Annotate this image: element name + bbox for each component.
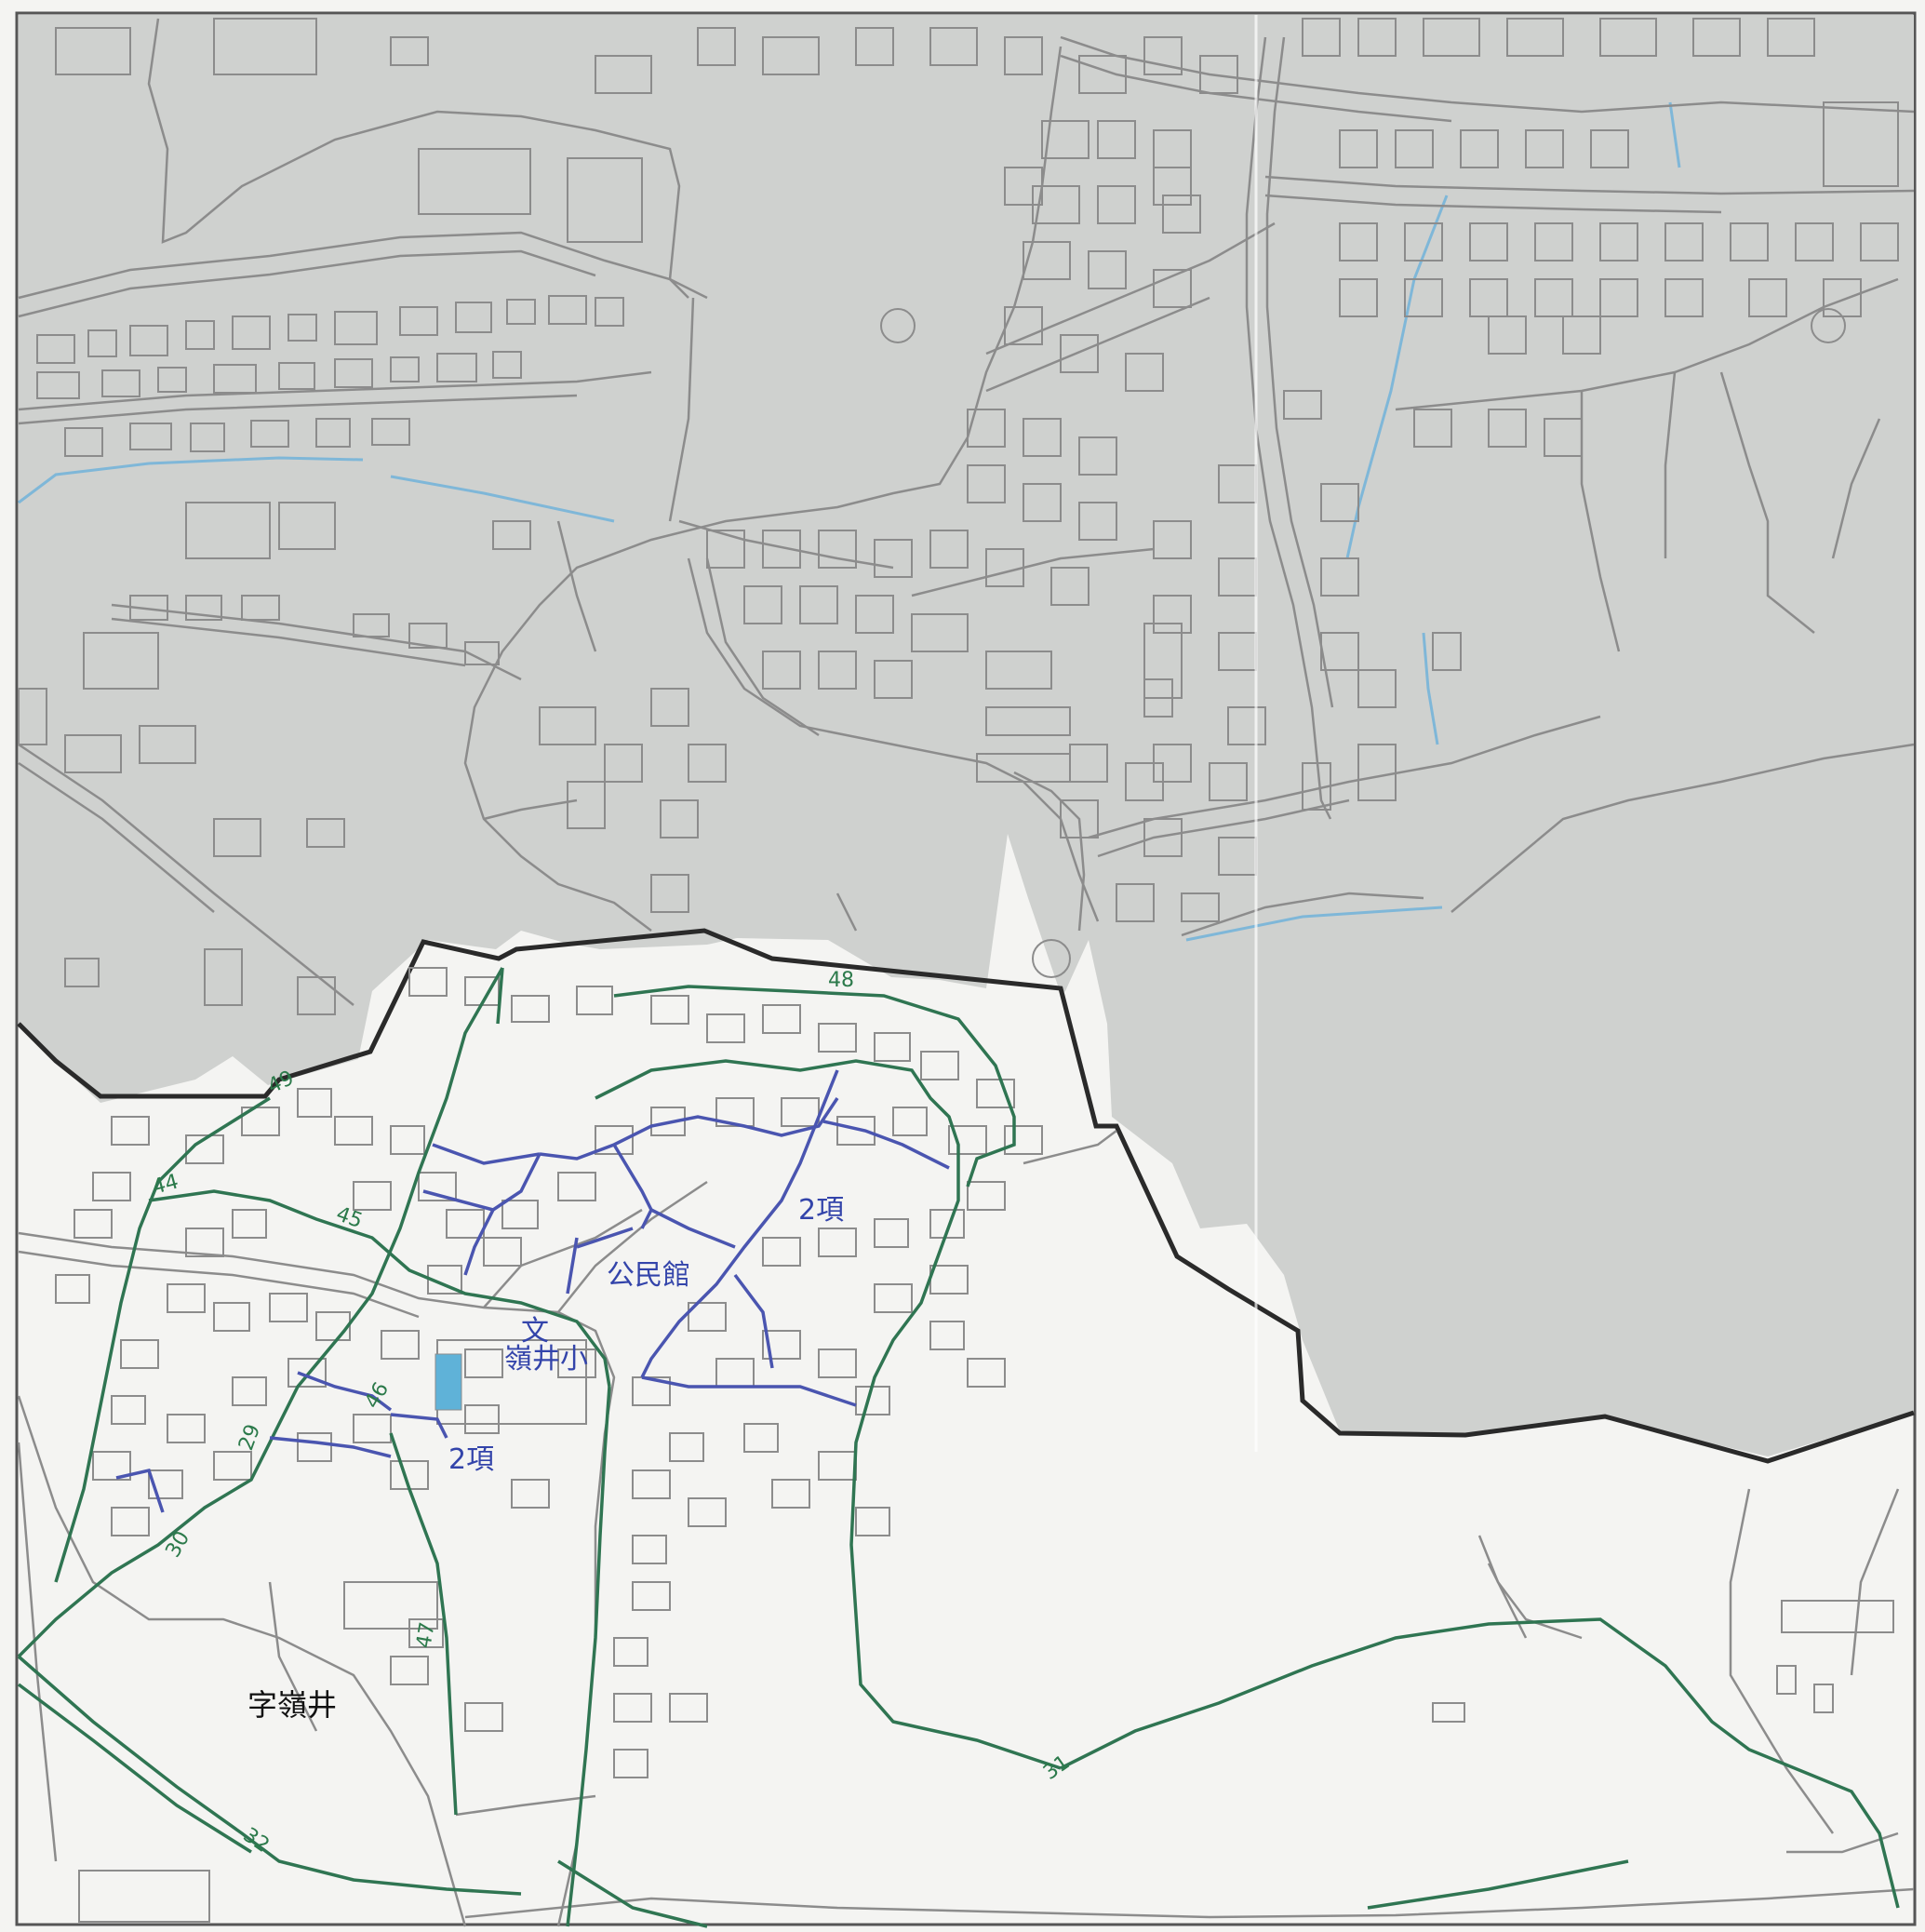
- school-block: [434, 1339, 587, 1425]
- waterways: [18, 101, 1681, 942]
- handdrawn-lines: [115, 1069, 950, 1513]
- buildings-south: [55, 958, 1894, 1923]
- route-label-47: 47: [412, 1620, 439, 1650]
- annotation-2ko-b: 2項: [448, 1443, 494, 1476]
- annotation-2ko-a: 2項: [798, 1194, 844, 1227]
- district-boundary: [17, 928, 1915, 1464]
- place-name-label: 字嶺井: [247, 1687, 337, 1723]
- green-routes: [17, 967, 1900, 1928]
- route-label-48: 48: [828, 969, 854, 992]
- school-name: 嶺井小: [504, 1343, 588, 1375]
- annotation-facility: 公民館: [607, 1259, 690, 1292]
- school-mark: 文: [521, 1315, 549, 1348]
- pond: [434, 1353, 462, 1411]
- buildings-north: [18, 18, 1899, 1015]
- circle-features: [880, 308, 1846, 978]
